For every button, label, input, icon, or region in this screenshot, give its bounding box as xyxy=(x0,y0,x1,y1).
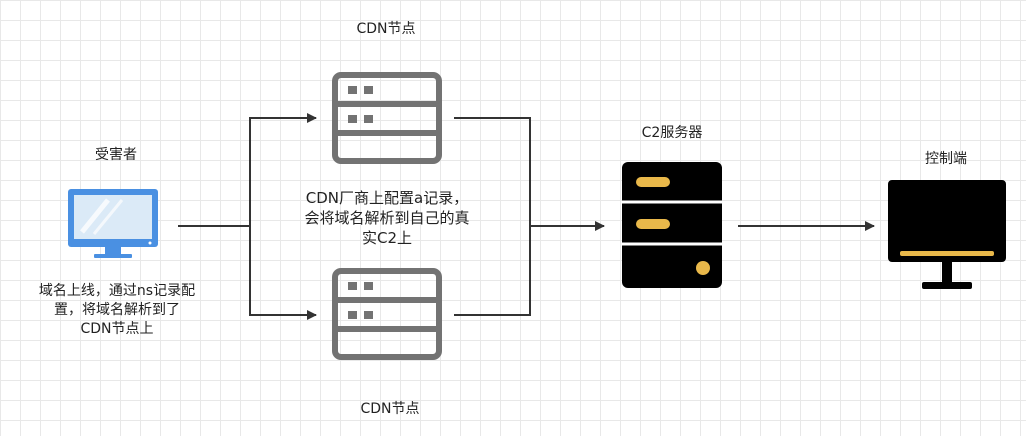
edge-cdn-bottom-out xyxy=(454,226,531,316)
victim-note-line-3: CDN节点上 xyxy=(80,321,154,337)
edge-victim-to-cdn-top xyxy=(249,113,317,226)
victim-note-line-2: 置，将域名解析到了 xyxy=(54,302,180,318)
victim-note: 域名上线，通过ns记录配 置，将域名解析到了 CDN节点上 xyxy=(14,282,220,339)
controller-node xyxy=(886,180,1008,294)
cdn-top-title: CDN节点 xyxy=(356,21,416,37)
victim-node xyxy=(64,186,160,266)
victim-title: 受害者 xyxy=(95,147,137,163)
cdn-bottom-node xyxy=(332,268,442,360)
cdn-note-line-1: CDN厂商上配置a记录， xyxy=(305,189,469,207)
edge-cdn-top-out xyxy=(454,117,531,226)
edge-victim-to-cdn-bottom xyxy=(249,226,317,320)
c2-title: C2服务器 xyxy=(641,125,703,141)
victim-note-line-1: 域名上线，通过ns记录配 xyxy=(38,283,196,299)
cdn-top-node xyxy=(332,72,442,164)
c2-node xyxy=(622,162,722,288)
cdn-note-line-2: 会将域名解析到自己的真 xyxy=(304,209,470,227)
cdn-bottom-title: CDN节点 xyxy=(360,401,420,417)
cdn-note-line-3: 实C2上 xyxy=(361,229,413,247)
server-icon xyxy=(332,72,442,164)
monitor-icon xyxy=(888,180,1006,289)
controller-title: 控制端 xyxy=(925,151,967,167)
cdn-note: CDN厂商上配置a记录， 会将域名解析到自己的真 实C2上 xyxy=(280,188,494,248)
desktop-monitor-icon xyxy=(68,189,158,258)
server-icon xyxy=(332,268,442,360)
server-icon xyxy=(622,162,722,288)
